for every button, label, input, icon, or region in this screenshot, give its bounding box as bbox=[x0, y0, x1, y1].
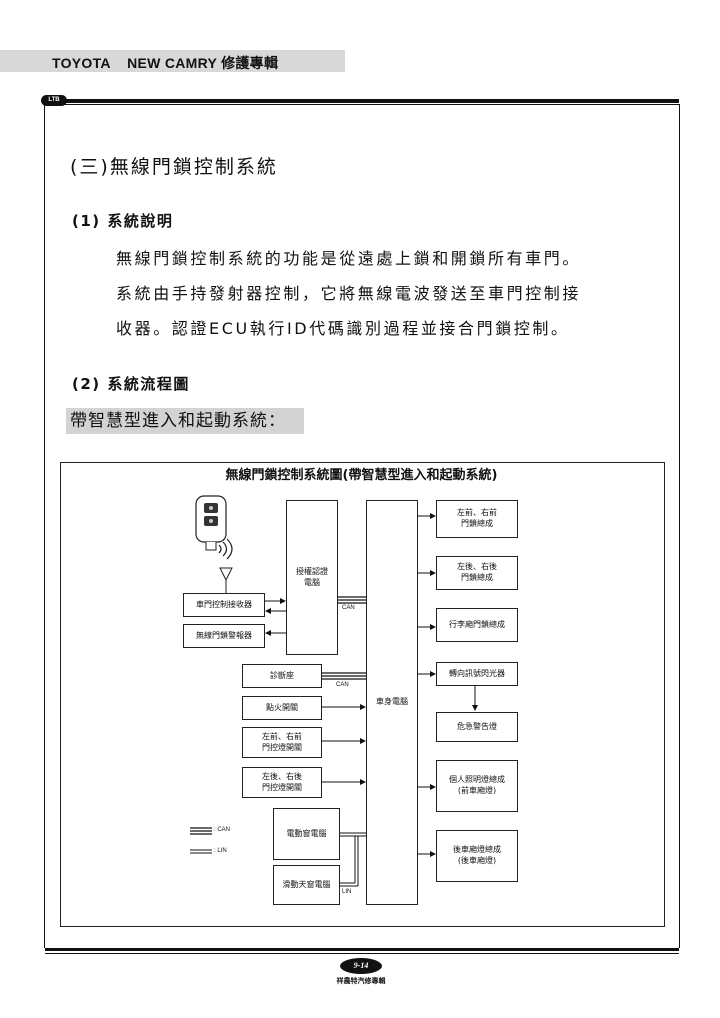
front-door-courtesy-switch-box: 左前、右前 門控燈開關 bbox=[242, 727, 322, 758]
rear-door-lock-assembly-box: 左後、右後 門鎖總成 bbox=[436, 556, 518, 590]
body-ecu-box: 車身電腦 bbox=[366, 500, 418, 905]
top-rule-thin bbox=[45, 104, 679, 105]
hazard-warning-light-box: 危急警告燈 bbox=[436, 712, 518, 742]
ignition-switch-box: 點火開關 bbox=[242, 696, 322, 720]
top-rule bbox=[45, 99, 679, 103]
can-label-1: CAN bbox=[342, 605, 355, 611]
system-variant-label: 帶智慧型進入和起動系統： bbox=[66, 408, 304, 434]
legend-can: : CAN bbox=[214, 827, 231, 833]
section-title: (三)無線門鎖控制系統 bbox=[70, 156, 278, 178]
legend-lin: : LIN bbox=[214, 848, 227, 854]
paragraph-line-2: 系統由手持發射器控制，它將無線電波發送至車門控制接 bbox=[116, 284, 582, 303]
frame-right bbox=[679, 104, 680, 948]
trunk-light-assembly-box: 後車廂燈總成 (後車廂燈) bbox=[436, 830, 518, 882]
header-bar bbox=[0, 50, 345, 72]
paragraph-line-3: 收器。認證ECU執行ID代碼識別過程並接合門鎖控制。 bbox=[116, 319, 570, 338]
power-window-ecu-box: 電動窗電腦 bbox=[273, 808, 340, 860]
lin-label: LIN bbox=[342, 889, 352, 895]
diagram-frame bbox=[60, 462, 665, 927]
personal-light-assembly-box: 個人照明燈總成 (前車廂燈) bbox=[436, 760, 518, 812]
wireless-lock-alarm-box: 無線門鎖警報器 bbox=[183, 624, 265, 648]
bottom-rule-thin bbox=[45, 953, 679, 954]
diagram-title: 無線門鎖控制系統圖(帶智慧型進入和起動系統) bbox=[225, 468, 498, 483]
trunk-lock-assembly-box: 行李廂門鎖總成 bbox=[436, 608, 518, 642]
publisher-name: 祥農特汽修專輯 bbox=[336, 977, 386, 985]
header-title: TOYOTA NEW CAMRY 修護專輯 bbox=[52, 55, 279, 71]
turn-signal-flasher-box: 轉向訊號閃光器 bbox=[436, 662, 518, 686]
publisher-logo: LTB bbox=[41, 95, 67, 106]
sliding-sunroof-ecu-box: 滑動天窗電腦 bbox=[273, 865, 340, 905]
certification-ecu-box: 授權認證 電腦 bbox=[286, 500, 338, 655]
front-door-lock-assembly-box: 左前、右前 門鎖總成 bbox=[436, 500, 518, 538]
subsection-title-flowchart: (2) 系統流程圖 bbox=[72, 375, 190, 393]
frame-left bbox=[44, 104, 45, 948]
bottom-rule bbox=[45, 948, 679, 951]
paragraph-line-1: 無線門鎖控制系統的功能是從遠處上鎖和開鎖所有車門。 bbox=[116, 249, 582, 268]
diagnostic-connector-box: 診斷座 bbox=[242, 664, 322, 688]
door-control-receiver-box: 車門控制接收器 bbox=[183, 593, 265, 617]
rear-door-courtesy-switch-box: 左後、右後 門控燈開關 bbox=[242, 767, 322, 798]
can-label-2: CAN bbox=[336, 682, 349, 688]
subsection-title-description: (1) 系統說明 bbox=[72, 212, 174, 230]
page-number: 9-14 bbox=[340, 958, 382, 974]
